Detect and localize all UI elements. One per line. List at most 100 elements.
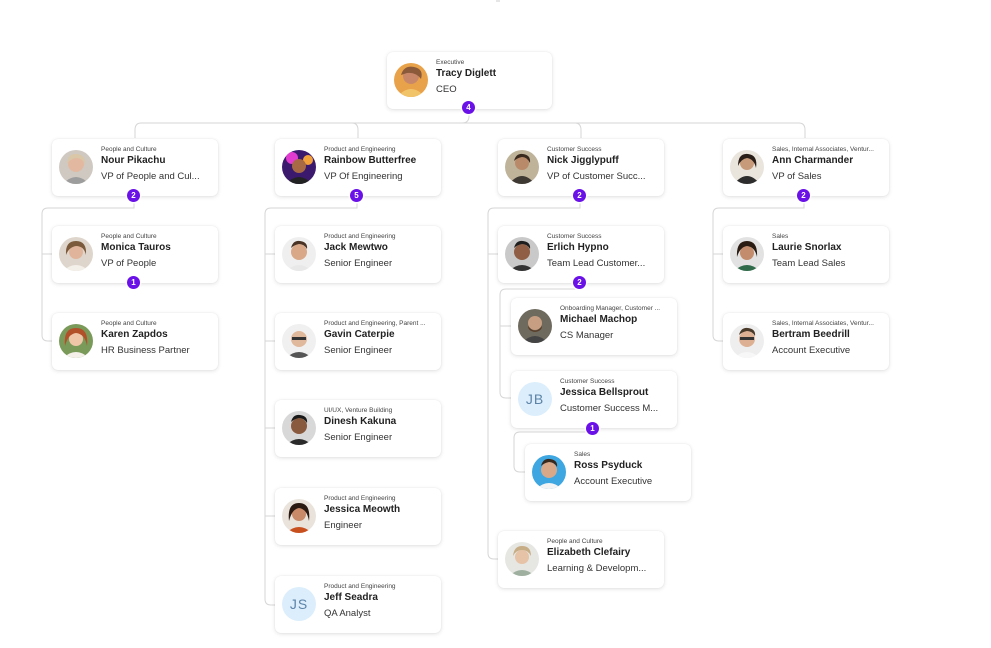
person-name: Bertram Beedrill (772, 329, 850, 340)
department-label: People and Culture (547, 538, 603, 545)
job-title: Engineer (324, 520, 363, 531)
person-name: Ross Psyduck (574, 460, 643, 471)
job-title: Senior Engineer (324, 432, 393, 443)
avatar (282, 150, 316, 184)
avatar (532, 455, 566, 489)
person-card-ann-charmander[interactable]: Sales, Internal Associates, Ventur... An… (723, 139, 889, 196)
department-label: Sales (574, 451, 591, 458)
person-name: Dinesh Kakuna (324, 416, 397, 427)
person-card-michael-machop[interactable]: Onboarding Manager, Customer ... Michael… (511, 298, 677, 355)
avatar (282, 499, 316, 533)
department-label: People and Culture (101, 320, 157, 327)
person-card-jessica-meowth[interactable]: Product and Engineering Jessica Meowth E… (275, 488, 441, 545)
job-title: VP of People and Cul... (101, 171, 200, 182)
person-card-erlich-hypno[interactable]: Customer Success Erlich Hypno Team Lead … (498, 226, 664, 283)
person-name: Monica Tauros (101, 242, 171, 253)
job-title: Account Executive (574, 476, 653, 487)
direct-reports-count-tracy[interactable]: 4 (462, 101, 475, 114)
department-label: Sales (772, 233, 789, 240)
avatar (59, 324, 93, 358)
avatar (505, 237, 539, 271)
avatar (505, 150, 539, 184)
avatar (730, 324, 764, 358)
person-card-gavin-caterpie[interactable]: Product and Engineering, Parent ... Gavi… (275, 313, 441, 370)
person-name: Ann Charmander (772, 155, 854, 166)
person-name: Jessica Meowth (324, 504, 401, 515)
avatar (518, 309, 552, 343)
direct-reports-count-erlich[interactable]: 2 (573, 276, 586, 289)
avatar (282, 237, 316, 271)
avatar (59, 237, 93, 271)
top-scroll-indicator (496, 0, 500, 2)
person-name: Tracy Diglett (436, 68, 497, 79)
person-card-nour-pikachu[interactable]: People and Culture Nour Pikachu VP of Pe… (52, 139, 218, 196)
person-name: Laurie Snorlax (772, 242, 842, 253)
person-card-karen-zapdos[interactable]: People and Culture Karen Zapdos HR Busin… (52, 313, 218, 370)
avatar (505, 542, 539, 576)
job-title: QA Analyst (324, 608, 371, 619)
person-name: Jack Mewtwo (324, 242, 388, 253)
department-label: Product and Engineering, Parent ... (324, 320, 426, 327)
job-title: VP of People (101, 258, 157, 269)
avatar-initials: JS (282, 587, 316, 621)
department-label: People and Culture (101, 233, 157, 240)
person-card-jessica-bellsprout[interactable]: JB Customer Success Jessica Bellsprout C… (511, 371, 677, 428)
avatar (282, 324, 316, 358)
department-label: Sales, Internal Associates, Ventur... (772, 146, 874, 153)
person-card-laurie-snorlax[interactable]: Sales Laurie Snorlax Team Lead Sales (723, 226, 889, 283)
job-title: Senior Engineer (324, 258, 393, 269)
person-card-monica-tauros[interactable]: People and Culture Monica Tauros VP of P… (52, 226, 218, 283)
department-label: People and Culture (101, 146, 157, 153)
job-title: Team Lead Sales (772, 258, 846, 269)
person-name: Gavin Caterpie (324, 329, 395, 340)
direct-reports-count-jessica-bellsprout[interactable]: 1 (586, 422, 599, 435)
department-label: Product and Engineering (324, 146, 396, 153)
person-name: Michael Machop (560, 314, 638, 325)
direct-reports-count-nour[interactable]: 2 (127, 189, 140, 202)
direct-reports-count-ann[interactable]: 2 (797, 189, 810, 202)
job-title: Team Lead Customer... (547, 258, 646, 269)
department-label: Product and Engineering (324, 233, 396, 240)
person-card-jack-mewtwo[interactable]: Product and Engineering Jack Mewtwo Seni… (275, 226, 441, 283)
person-name: Erlich Hypno (547, 242, 609, 253)
person-name: Nick Jigglypuff (547, 155, 619, 166)
department-label: Product and Engineering (324, 583, 396, 590)
person-card-jeff-seadra[interactable]: JS Product and Engineering Jeff Seadra Q… (275, 576, 441, 633)
person-name: Nour Pikachu (101, 155, 166, 166)
person-name: Jessica Bellsprout (560, 387, 649, 398)
person-name: Rainbow Butterfree (324, 155, 417, 166)
department-label: Sales, Internal Associates, Ventur... (772, 320, 874, 327)
direct-reports-count-nick[interactable]: 2 (573, 189, 586, 202)
person-name: Jeff Seadra (324, 592, 378, 603)
avatar (730, 150, 764, 184)
person-card-bertram-beedrill[interactable]: Sales, Internal Associates, Ventur... Be… (723, 313, 889, 370)
person-card-tracy-diglett[interactable]: Executive Tracy Diglett CEO (387, 52, 552, 109)
direct-reports-count-rainbow[interactable]: 5 (350, 189, 363, 202)
job-title: CEO (436, 84, 457, 95)
avatar (282, 411, 316, 445)
department-label: Product and Engineering (324, 495, 396, 502)
avatar (730, 237, 764, 271)
direct-reports-count-monica[interactable]: 1 (127, 276, 140, 289)
person-card-elizabeth-clefairy[interactable]: People and Culture Elizabeth Clefairy Le… (498, 531, 664, 588)
job-title: Customer Success M... (560, 403, 659, 414)
job-title: Learning & Developm... (547, 563, 647, 574)
job-title: VP Of Engineering (324, 171, 403, 182)
avatar (59, 150, 93, 184)
person-card-nick-jigglypuff[interactable]: Customer Success Nick Jigglypuff VP of C… (498, 139, 664, 196)
avatar-initials: JB (518, 382, 552, 416)
job-title: CS Manager (560, 330, 614, 341)
department-label: UI/UX, Venture Building (324, 407, 393, 414)
department-label: Customer Success (547, 233, 602, 240)
department-label: Customer Success (547, 146, 602, 153)
person-name: Karen Zapdos (101, 329, 168, 340)
department-label: Customer Success (560, 378, 615, 385)
department-label: Onboarding Manager, Customer ... (560, 305, 661, 312)
person-card-rainbow-butterfree[interactable]: Product and Engineering Rainbow Butterfr… (275, 139, 441, 196)
job-title: Account Executive (772, 345, 851, 356)
person-name: Elizabeth Clefairy (547, 547, 631, 558)
person-card-ross-psyduck[interactable]: Sales Ross Psyduck Account Executive (525, 444, 691, 501)
job-title: HR Business Partner (101, 345, 190, 356)
person-card-dinesh-kakuna[interactable]: UI/UX, Venture Building Dinesh Kakuna Se… (275, 400, 441, 457)
